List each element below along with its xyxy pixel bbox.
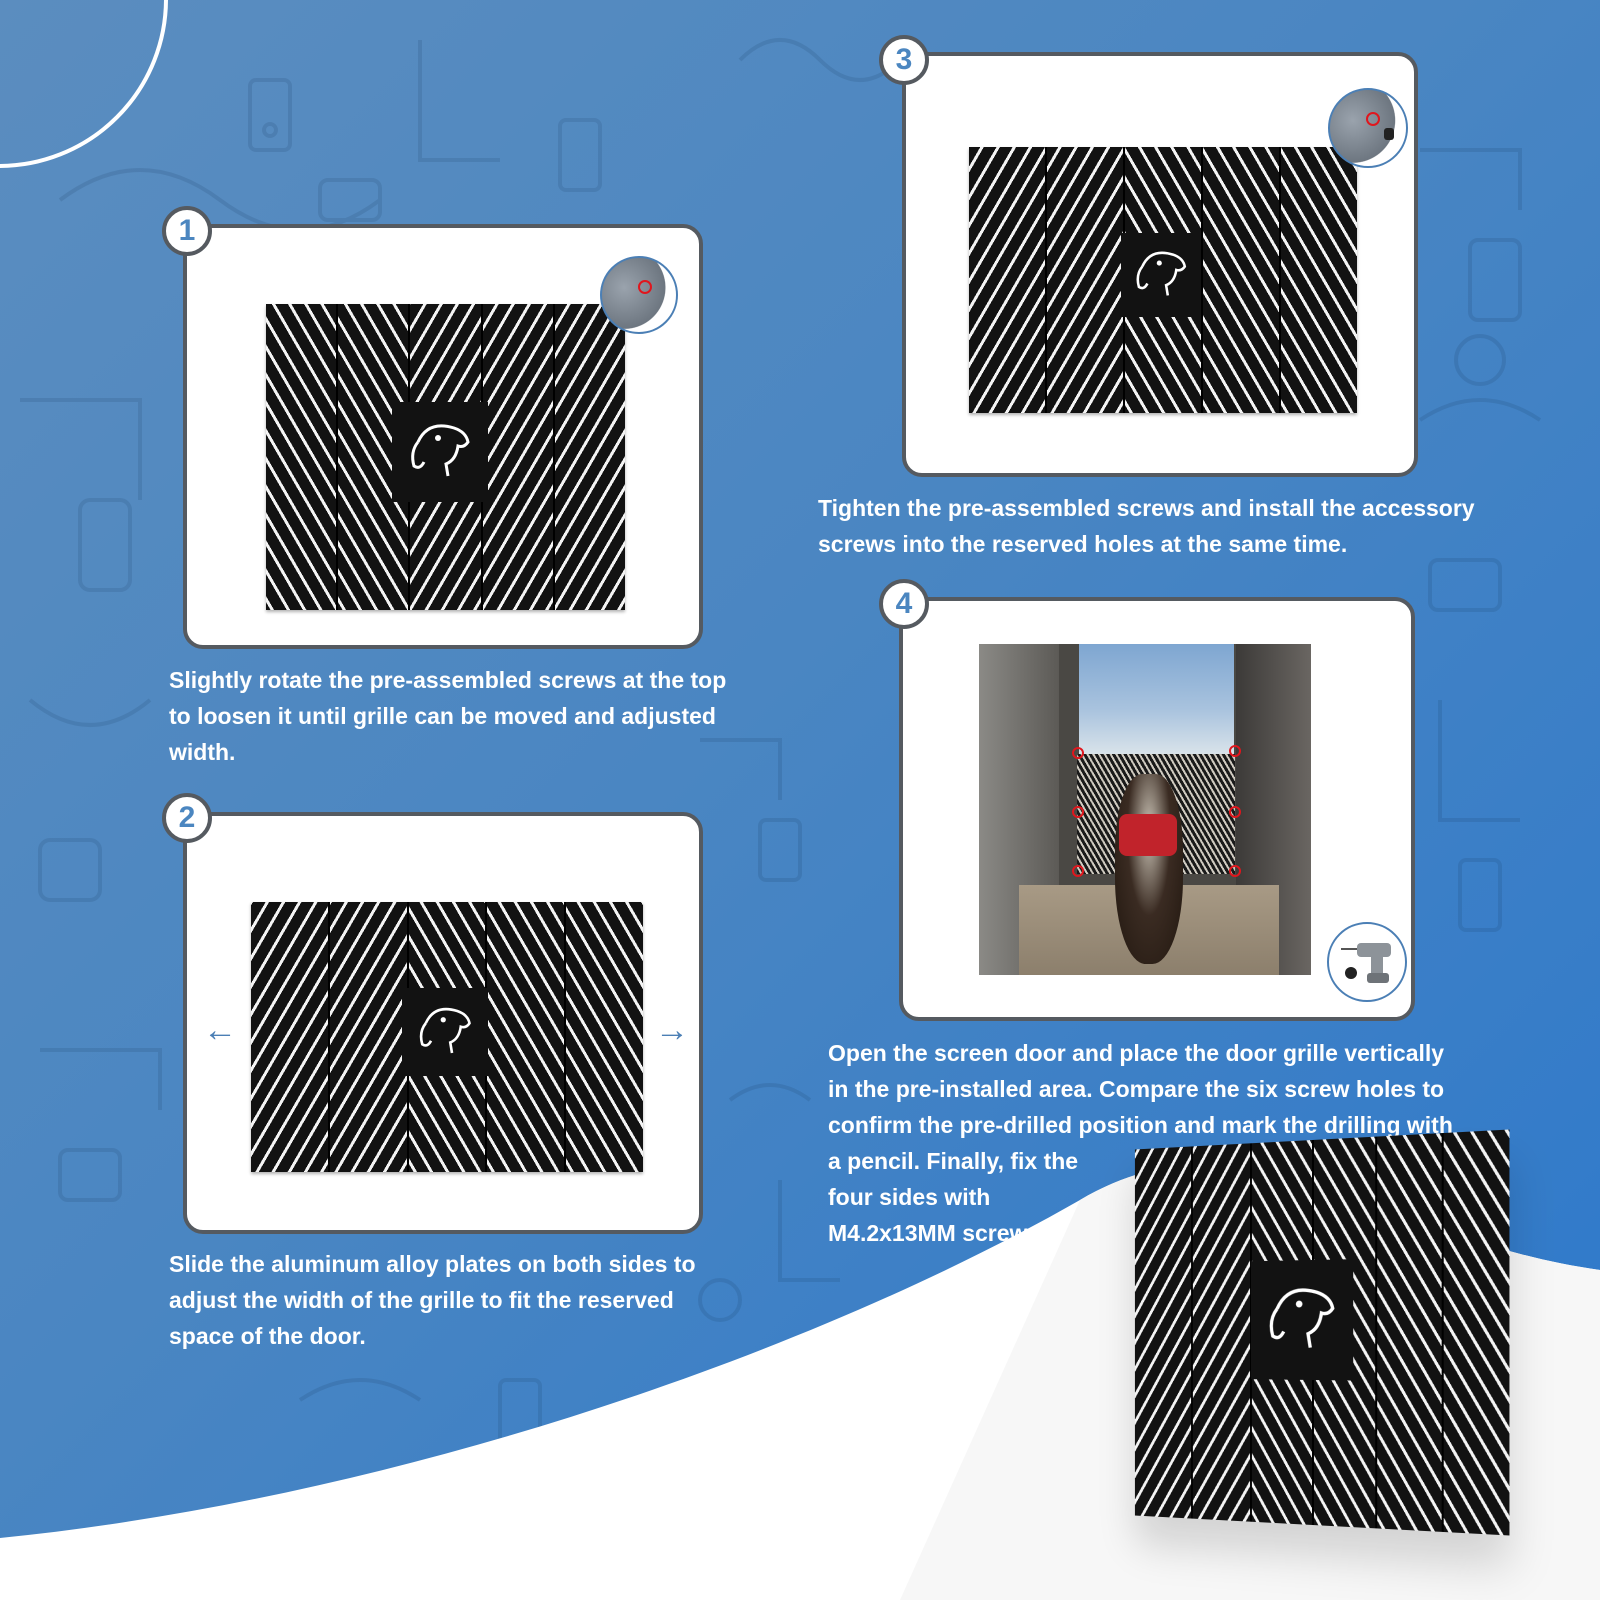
final-product-grille-render: [1134, 1129, 1510, 1536]
dog-head-icon: [1258, 1273, 1347, 1366]
dog-head-emblem: [402, 988, 488, 1076]
step-2-caption: Slide the aluminum alloy plates on both …: [169, 1251, 696, 1349]
slide-right-arrow-icon: →: [655, 1011, 689, 1049]
dog-head-emblem: [392, 402, 488, 502]
dog-head-icon: [411, 424, 470, 477]
step-2-grille-illustration: [251, 902, 643, 1172]
dog-harness: [1119, 814, 1177, 856]
step-3-grille-illustration: [969, 147, 1357, 413]
step-number-badge: 4: [879, 579, 929, 629]
drill-icon: [1327, 922, 1407, 1002]
screw-hole-mark: [1229, 745, 1241, 757]
screw-hole-mark: [1229, 806, 1241, 818]
step-number-badge: 3: [879, 35, 929, 85]
dog-head-icon: [1136, 251, 1187, 296]
step-1-caption: Slightly rotate the pre-assembled screws…: [169, 667, 727, 765]
dog-head-emblem: [1250, 1259, 1354, 1381]
step-1-card: [183, 224, 703, 649]
slide-left-arrow-icon: ←: [203, 1011, 237, 1049]
rotate-arrow-icon: [638, 280, 652, 294]
screw-hole-mark: [1072, 747, 1084, 759]
screw-hole-mark: [1072, 865, 1084, 877]
step-3-caption: Tighten the pre-assembled screws and ins…: [818, 495, 1475, 557]
step-number-badge: 1: [162, 206, 212, 256]
step-1-grille-illustration: [266, 304, 626, 610]
step-4-photo-dog-behind-grille: [979, 644, 1311, 975]
screw-detail-circle: [1328, 88, 1408, 168]
step-2-card: ← →: [183, 812, 703, 1234]
step-3-card: [902, 52, 1418, 477]
dog-head-emblem: [1121, 233, 1201, 317]
screw-hole-mark: [1072, 806, 1084, 818]
dog: [1115, 774, 1183, 964]
screw-icon: [1384, 128, 1394, 140]
dog-head-icon: [419, 1007, 471, 1054]
screw-detail-circle: [600, 256, 678, 334]
step-number-badge: 2: [162, 793, 212, 843]
tighten-arrow-icon: [1366, 112, 1380, 126]
screw-hole-mark: [1229, 865, 1241, 877]
